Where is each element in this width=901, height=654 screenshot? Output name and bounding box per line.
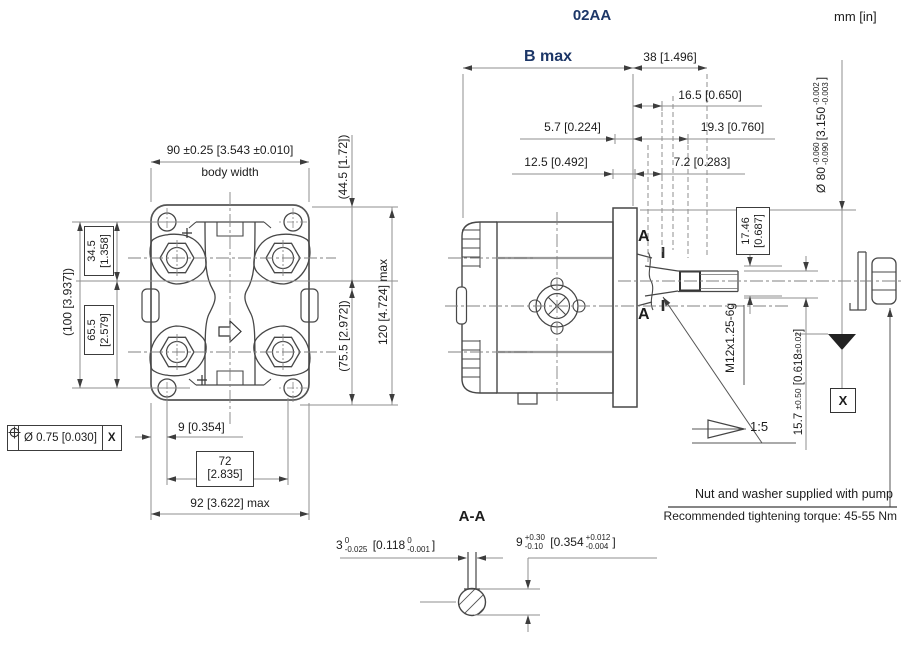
dim-body-width: 90 ±0.25 [3.543 ±0.010] xyxy=(166,143,294,157)
dim-75-5: (75.5 [2.972]) xyxy=(336,300,351,372)
note-torque: Recommended tightening torque: 45-55 Nm xyxy=(663,509,897,523)
position-tolerance-icon xyxy=(8,426,21,450)
dim-key-depth: 9+0.30-0.10 [0.354+0.012-0.004] xyxy=(516,533,616,551)
note-nut-washer: Nut and washer supplied with pump xyxy=(694,487,893,501)
datum-x-box: X xyxy=(830,388,856,413)
front-view-dimension-lines xyxy=(72,135,398,520)
page-title: 02AA xyxy=(572,7,612,24)
section-mark-a-bottom: A xyxy=(638,306,650,323)
dim-b-max: B max xyxy=(523,48,573,65)
section-mark-a-top: A xyxy=(638,228,650,245)
dim-19-3: 19.3 [0.760] xyxy=(700,120,765,134)
dim-shaft-diameter-80: Ø 80 -0.060 -0.090 [3.150 -0.002 -0.003 … xyxy=(812,76,830,194)
dim-body-width-note: body width xyxy=(201,165,259,179)
tolerance-datum: X xyxy=(101,426,121,450)
section-view-dimension-lines xyxy=(340,557,657,632)
position-tolerance-frame: Ø 0.75 [0.030] X xyxy=(7,425,122,451)
taper-symbol-icon xyxy=(707,419,745,439)
dim-17-46: 17.46 [0.687] xyxy=(736,207,770,255)
units-label: mm [in] xyxy=(834,9,877,24)
dim-5-7: 5.7 [0.224] xyxy=(544,120,601,134)
front-view-part xyxy=(128,192,336,424)
tolerance-value: Ø 0.75 [0.030] xyxy=(18,426,102,450)
taper-ratio: 1:5 xyxy=(750,419,769,434)
dim-16-5: 16.5 [0.650] xyxy=(678,88,742,102)
datum-triangle-icon xyxy=(828,334,856,350)
dim-100: (100 [3.937]) xyxy=(60,267,75,337)
dim-72: 72 [2.835] xyxy=(196,451,254,487)
dim-38: 38 [1.496] xyxy=(643,50,697,64)
dim-12-5: 12.5 [0.492] xyxy=(524,155,588,169)
dim-92-max: 92 [3.622] max xyxy=(190,496,270,510)
dim-7-2: 7.2 [0.283] xyxy=(673,155,731,169)
dim-thread: M12x1.25-6g xyxy=(723,302,738,374)
dim-65-5: 65.5 [2.579] xyxy=(84,305,114,355)
section-title: A-A xyxy=(458,508,486,525)
section-view-part xyxy=(420,552,487,617)
dim-9: 9 [0.354] xyxy=(178,420,225,434)
dim-34-5: 34.5 [1.358] xyxy=(84,226,114,276)
side-view-dimension-lines xyxy=(462,60,897,508)
dim-44-5: (44.5 [1.72]) xyxy=(336,134,351,200)
dim-120-max: 120 [4.724] max xyxy=(376,258,391,346)
side-view-part xyxy=(445,207,901,408)
dim-15-7: 15.7 ±0.50 [0.618±0.02] xyxy=(792,328,805,436)
